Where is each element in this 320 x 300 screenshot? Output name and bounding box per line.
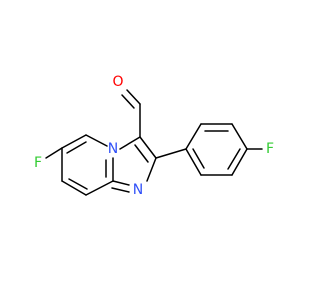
bond-n1-c8a — [112, 180, 130, 186]
bond-c3-c2-double — [134, 144, 149, 163]
oxygen-atom: O — [112, 74, 123, 90]
bond-n1-c8a-double — [111, 187, 130, 193]
atom-label-f-right: F — [266, 141, 274, 157]
atom-label-o: O — [112, 74, 123, 90]
atom-label-n-imidazole: N — [133, 182, 143, 198]
bond-c2-aryl — [155, 148, 187, 159]
bond-c6-c5 — [61, 134, 87, 149]
bond-ar6-ar1 — [185, 148, 202, 176]
bond-ar4-ar5 — [231, 148, 248, 176]
bond-c3-c2 — [139, 136, 157, 159]
bond-cho-o-double — [121, 94, 135, 109]
bond-ar4-ar5-double — [227, 148, 241, 170]
bond-c5-n4 — [85, 134, 108, 147]
bond-c7-c8 — [61, 180, 87, 196]
fluorine-atom-left: F — [34, 155, 42, 171]
structure-drawing: F O N N F — [34, 74, 274, 198]
bond-n4-c3 — [119, 136, 141, 150]
atom-label-n-bridge: N — [108, 141, 118, 157]
bond-ar3-ar4 — [231, 123, 248, 150]
bond-f-c6 — [45, 147, 63, 159]
bridgehead-nitrogen: N — [108, 141, 118, 157]
bond-layer — [45, 89, 263, 196]
atom-label-layer: F O N N F — [34, 74, 274, 198]
bond-c2-n1 — [146, 157, 157, 182]
bond-c6-c5-double — [66, 141, 87, 154]
atom-label-f-left: F — [34, 155, 42, 171]
bond-c8-c8a — [85, 180, 114, 196]
imidazole-nitrogen: N — [133, 182, 143, 198]
bond-c7-c8-double — [68, 178, 88, 190]
fluorine-atom-right: F — [266, 141, 274, 157]
bond-ar1-ar2 — [185, 123, 202, 150]
bond-ar6-ar1-double — [192, 148, 205, 169]
bond-cho-o — [126, 89, 141, 105]
